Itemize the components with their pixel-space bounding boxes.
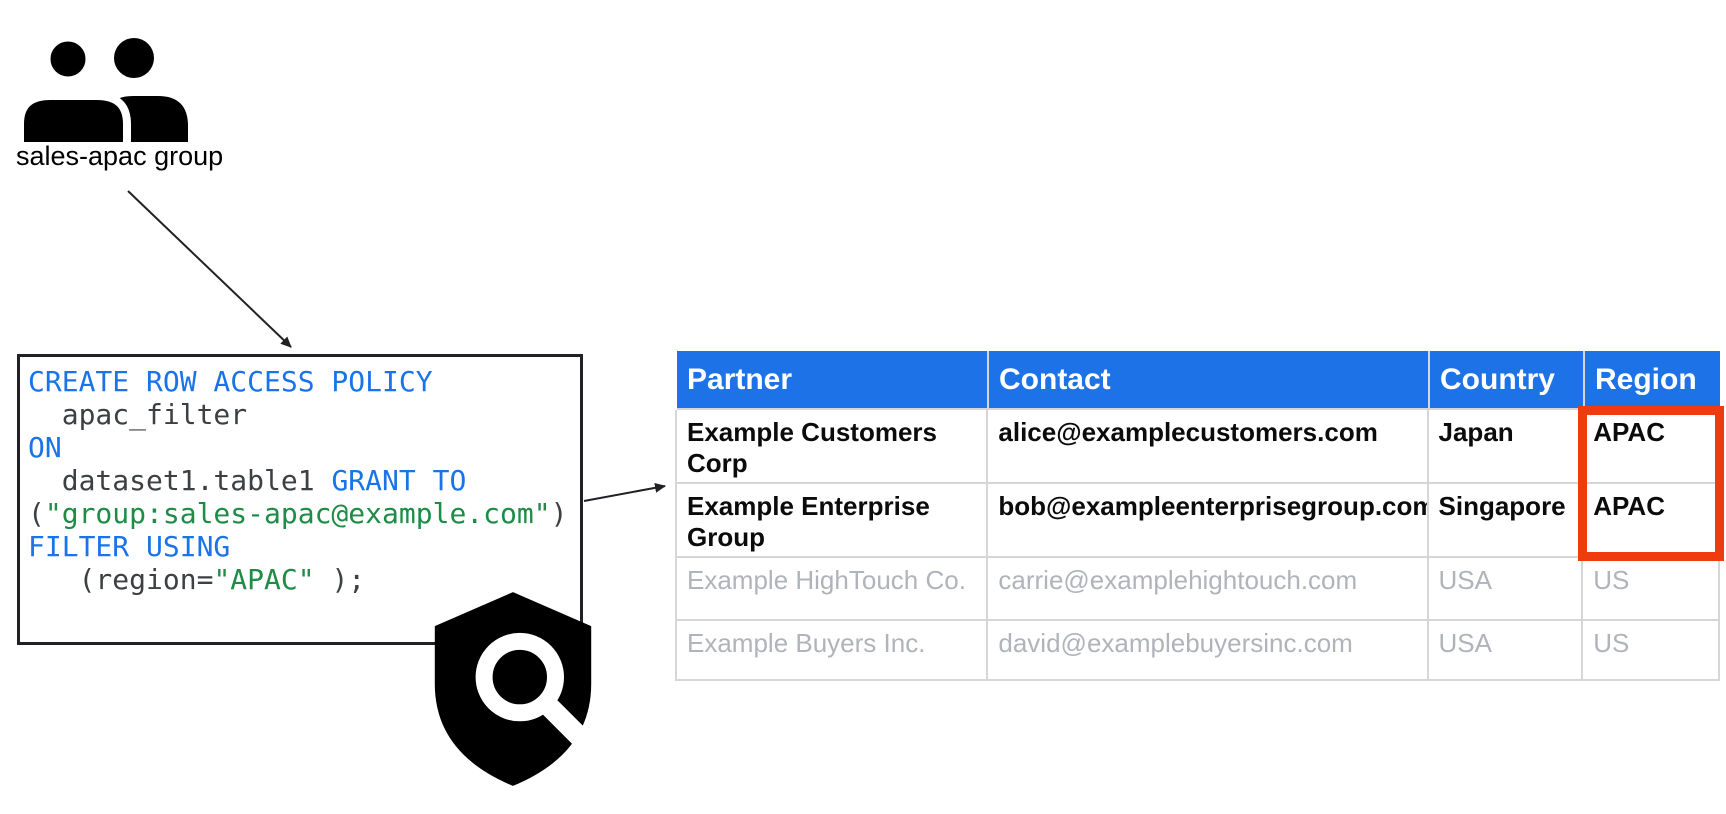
cell-partner: Example Buyers Inc.	[687, 628, 926, 658]
cell-contact: bob@exampleenterprisegroup.com	[986, 484, 1427, 556]
cell-country: USA	[1426, 621, 1582, 679]
code-token: FILTER USING	[28, 530, 231, 563]
arrow-policy-to-table	[583, 482, 666, 502]
code-token: );	[314, 563, 366, 596]
code-line: apac_filter	[28, 398, 580, 431]
table-row-4: Example Buyers Inc. david@examplebuyersin…	[677, 621, 1718, 681]
group-label: sales-apac group	[16, 141, 224, 171]
cell-region: US	[1581, 621, 1718, 679]
code-line: CREATE ROW ACCESS POLICY	[28, 365, 580, 398]
code-token: ON	[28, 431, 62, 464]
group-users-icon	[20, 36, 188, 142]
code-token: )	[550, 497, 568, 530]
cell-region: US	[1581, 558, 1718, 619]
table-row-3: Example HighTouch Co. carrie@examplehight…	[677, 558, 1718, 621]
table-row-2: Example Enterprise Group bob@exampleenter…	[677, 484, 1718, 558]
code-token: "APAC"	[213, 563, 315, 596]
column-header-region: Region	[1583, 351, 1720, 408]
table-row-1: Example Customers Corp alice@examplecusto…	[677, 410, 1718, 484]
shield-search-icon	[434, 592, 592, 786]
column-header-country: Country	[1428, 351, 1583, 408]
code-token: (	[28, 497, 45, 530]
column-header-partner: Partner	[687, 362, 793, 396]
code-line: FILTER USING	[28, 530, 580, 563]
code-line: ON	[28, 431, 580, 464]
code-token: GRANT TO	[331, 464, 467, 497]
table-body: Example Customers Corp alice@examplecusto…	[675, 410, 1720, 681]
cell-contact: carrie@examplehightouch.com	[986, 558, 1426, 619]
code-line: dataset1.table1 GRANT TO	[28, 464, 580, 497]
cell-partner: Example Enterprise Group	[687, 491, 930, 552]
cell-partner: Example HighTouch Co.	[687, 565, 966, 595]
cell-country: Japan	[1426, 410, 1582, 482]
code-token: (region=	[28, 563, 214, 596]
cell-country: Singapore	[1426, 484, 1582, 556]
apac-region-highlight-box	[1578, 406, 1724, 561]
cell-contact: david@examplebuyersinc.com	[986, 621, 1426, 679]
code-token: "group:sales-apac@example.com"	[44, 497, 551, 530]
code-token: CREATE ROW ACCESS POLICY	[28, 365, 433, 398]
code-line: ("group:sales-apac@example.com")	[28, 497, 580, 530]
cell-country: USA	[1426, 558, 1582, 619]
cell-contact: alice@examplecustomers.com	[986, 410, 1426, 482]
cell-partner: Example Customers Corp	[687, 417, 937, 478]
column-header-contact: Contact	[987, 351, 1428, 408]
code-line: (region="APAC" );	[28, 563, 580, 596]
arrow-group-to-policy	[127, 190, 292, 348]
code-token: dataset1.table1	[28, 464, 332, 497]
code-token: apac_filter	[28, 398, 248, 431]
